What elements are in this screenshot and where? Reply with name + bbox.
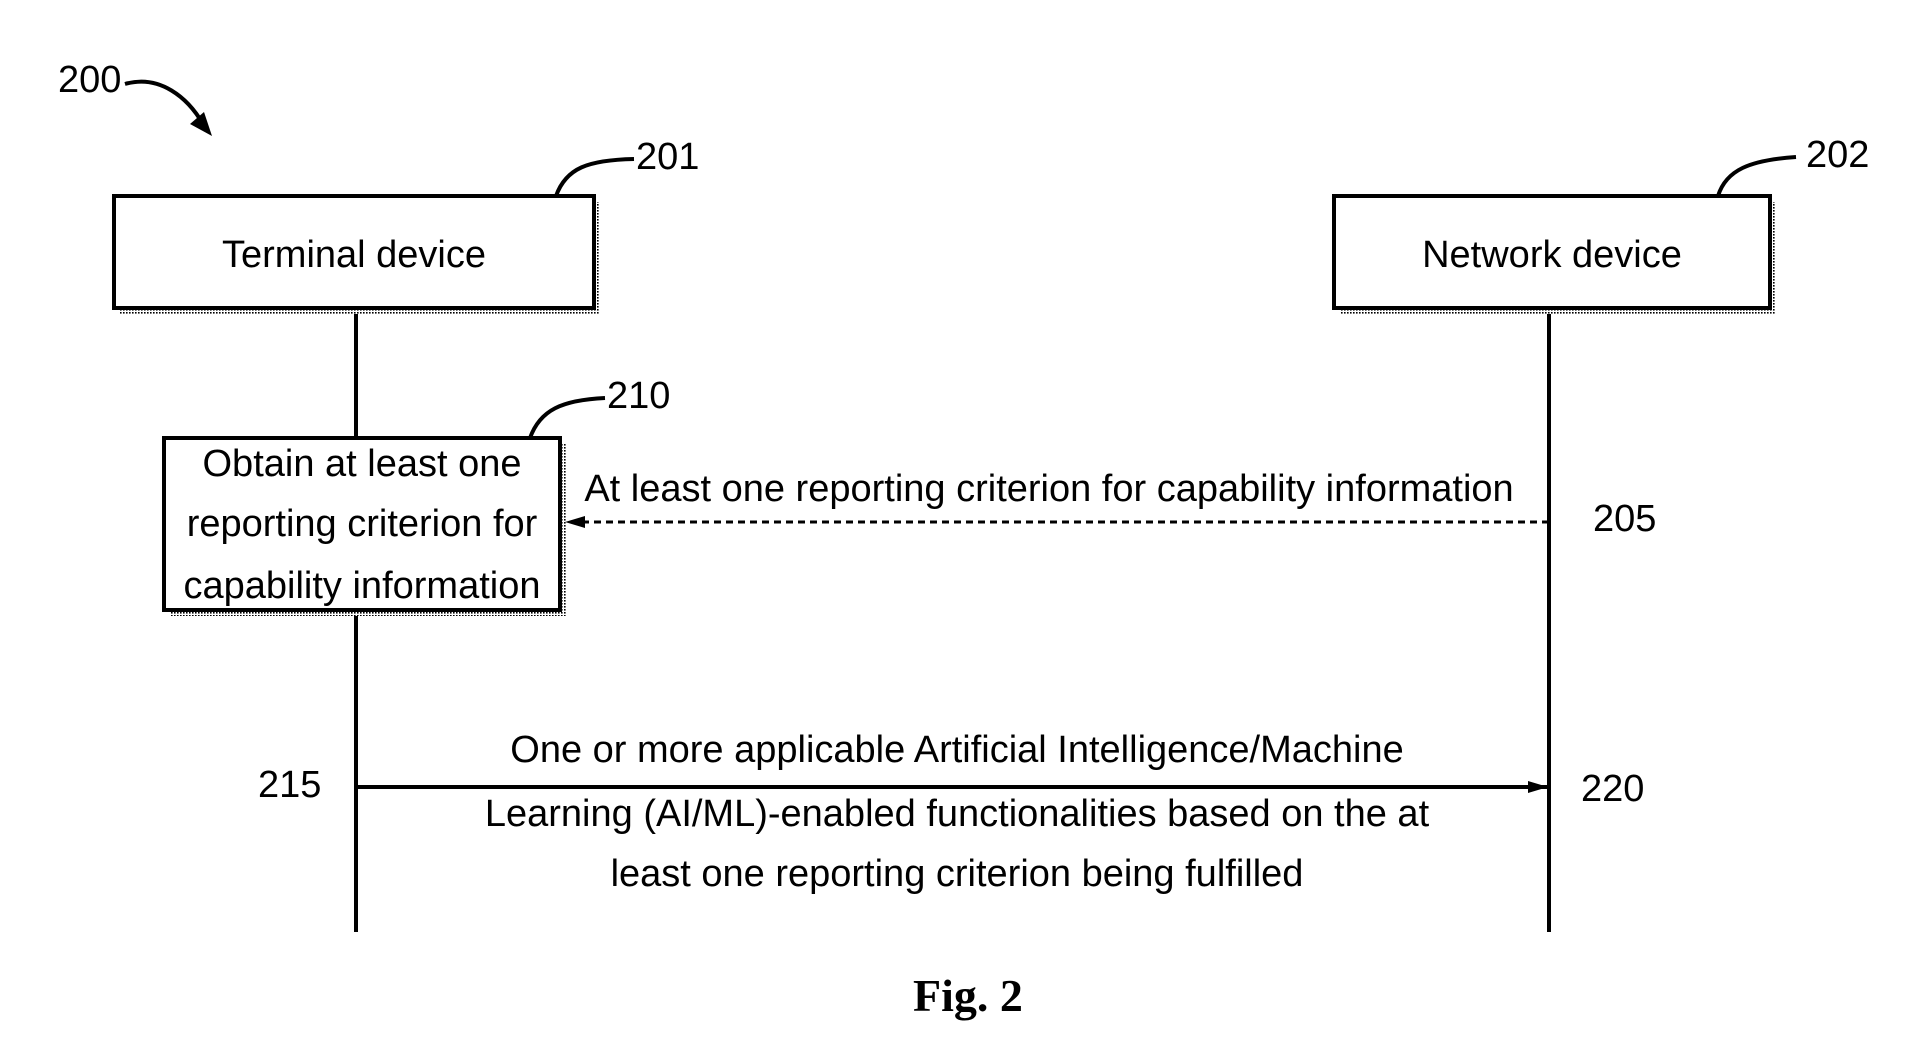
figure-ref-arrow <box>124 79 205 126</box>
obtain-criterion-line-1: Obtain at least one <box>203 443 522 485</box>
functionalities-message-line-1: One or more applicable Artificial Intell… <box>510 729 1403 771</box>
network-device-label: Network device <box>1422 234 1682 276</box>
functionalities-end-ref: 220 <box>1581 768 1644 810</box>
terminal-ref-leader <box>554 157 635 197</box>
terminal-device-box: Terminal device <box>112 194 600 314</box>
criterion-message-label: At least one reporting criterion for cap… <box>584 468 1513 510</box>
criterion-message-ref: 205 <box>1593 498 1656 540</box>
obtain-criterion-line-2: reporting criterion for <box>187 503 538 545</box>
figure-caption: Fig. 2 <box>913 970 1023 1021</box>
functionalities-message-line-3: least one reporting criterion being fulf… <box>611 853 1304 895</box>
obtain-criterion-line-3: capability information <box>184 565 541 607</box>
network-ref-label: 202 <box>1806 134 1869 176</box>
step-ref-label: 210 <box>607 375 670 417</box>
step-ref-leader <box>528 396 606 439</box>
figure-ref-label: 200 <box>58 59 121 101</box>
functionalities-start-ref: 215 <box>258 764 321 806</box>
network-device-box: Network device <box>1332 194 1776 314</box>
terminal-device-label: Terminal device <box>222 234 486 276</box>
functionalities-message-line-2: Learning (AI/ML)-enabled functionalities… <box>485 793 1430 835</box>
obtain-criterion-box: Obtain at least one reporting criterion … <box>162 436 566 616</box>
figure-ref-arrowhead <box>190 112 212 136</box>
network-ref-leader <box>1716 155 1797 197</box>
terminal-ref-label: 201 <box>636 136 699 178</box>
